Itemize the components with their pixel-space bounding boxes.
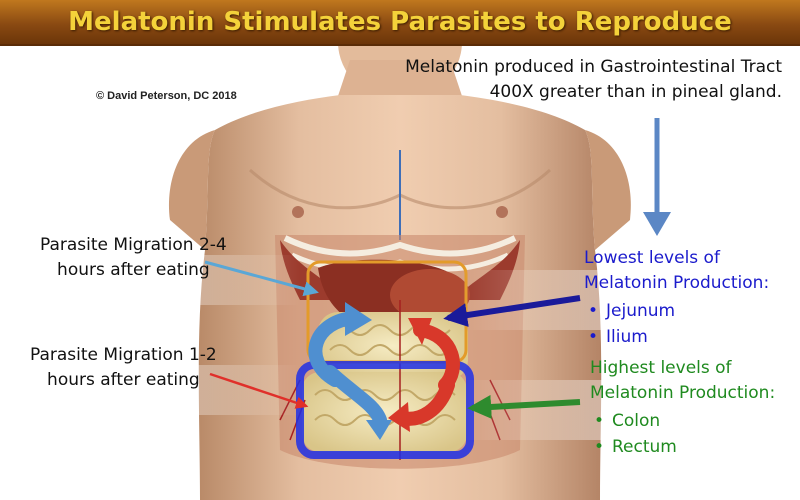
left-upper-fade [0, 255, 300, 305]
highest-levels-line-2: Melatonin Production: [590, 383, 776, 403]
right-shoulder [585, 130, 631, 250]
list-item-rectum: Rectum [592, 434, 677, 460]
lowest-levels-heading: Lowest levels of Melatonin Production: [584, 246, 769, 296]
lowest-levels-list: Jejunum Ilium [586, 298, 675, 350]
migration-2-4-label: Parasite Migration 2-4 hours after eatin… [40, 233, 227, 283]
arrow-migration-1-2 [209, 372, 309, 409]
list-item-colon: Colon [592, 408, 677, 434]
cycle-arrow-blue-lower-head [366, 420, 392, 440]
left-shoulder [169, 130, 215, 250]
lowest-levels-line-2: Melatonin Production: [584, 273, 770, 293]
arrow-down-gi-tract-head [643, 212, 671, 236]
migration-1-2-label: Parasite Migration 1-2 hours after eatin… [30, 343, 217, 393]
highest-levels-heading: Highest levels of Melatonin Production: [590, 356, 775, 406]
title-bar: Melatonin Stimulates Parasites to Reprod… [0, 0, 800, 46]
lowest-levels-line-1: Lowest levels of [584, 248, 720, 268]
left-lower-fade [0, 365, 300, 415]
page-title: Melatonin Stimulates Parasites to Reprod… [68, 7, 732, 37]
cycle-arrow-blue-lower [323, 365, 387, 427]
cycle-arrow-red-lower-head [388, 402, 410, 432]
highest-levels-line-1: Highest levels of [590, 358, 732, 378]
migration-2-4-line-1: Parasite Migration 2-4 [40, 235, 227, 255]
left-nipple [292, 206, 304, 218]
rib-cage [283, 235, 517, 257]
highest-levels-list: Colon Rectum [592, 408, 677, 460]
cycle-arrow-blue-head [345, 302, 372, 336]
migration-1-2-line-2: hours after eating [47, 370, 200, 390]
arrow-highest-levels [467, 394, 581, 419]
list-item-ilium: Ilium [586, 324, 675, 350]
copyright-notice: © David Peterson, DC 2018 [96, 90, 237, 102]
gi-tract-note-line-1: Melatonin produced in Gastrointestinal T… [405, 57, 782, 77]
arrow-migration-2-4 [204, 260, 319, 297]
bowel-coils [314, 324, 456, 426]
right-nipple [496, 206, 508, 218]
gi-tract-note-line-2: 400X greater than in pineal gland. [489, 82, 782, 102]
list-item-jejunum: Jejunum [586, 298, 675, 324]
arrow-lowest-levels [443, 295, 581, 327]
migration-1-2-line-1: Parasite Migration 1-2 [30, 345, 217, 365]
gi-tract-note: Melatonin produced in Gastrointestinal T… [405, 55, 782, 105]
cycle-arrow-red-head [408, 318, 432, 345]
migration-2-4-line-2: hours after eating [57, 260, 210, 280]
